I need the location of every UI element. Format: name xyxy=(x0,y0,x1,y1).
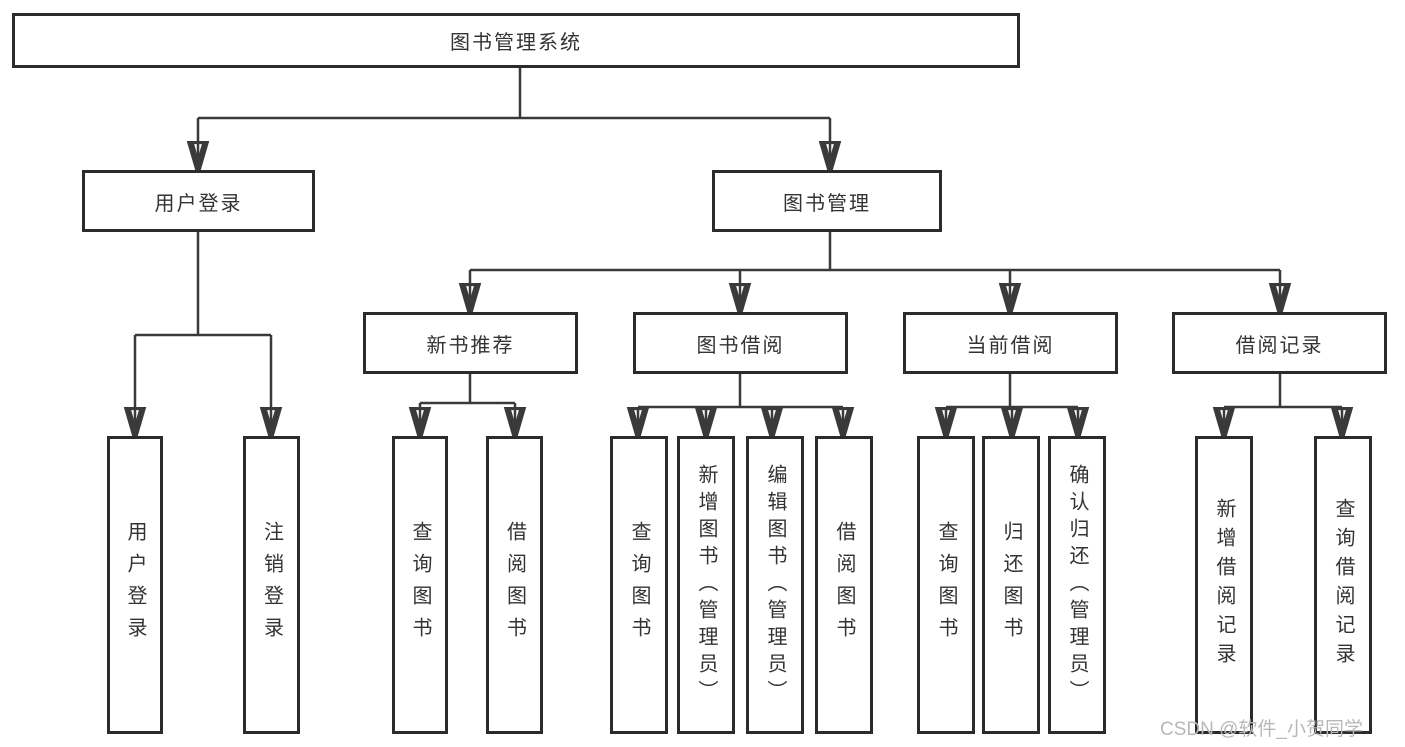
node-leaf-borrowing-borrow-books-label: 借阅图书 xyxy=(833,521,855,649)
node-book-management: 图书管理 xyxy=(712,170,942,232)
node-leaf-user-login: 用户登录 xyxy=(107,436,163,734)
node-leaf-user-login-label: 用户登录 xyxy=(124,521,146,649)
node-leaf-current-return-books-label: 归还图书 xyxy=(1000,521,1022,649)
node-leaf-newbook-borrow-books-label: 借阅图书 xyxy=(503,521,526,649)
node-new-book-recommend: 新书推荐 xyxy=(363,312,578,374)
node-leaf-records-query-borrow-record: 查询借阅记录 xyxy=(1314,436,1372,734)
node-leaf-borrowing-query-books-label: 查询图书 xyxy=(628,521,650,649)
node-leaf-records-add-borrow-record: 新增借阅记录 xyxy=(1195,436,1253,734)
node-leaf-borrowing-borrow-books: 借阅图书 xyxy=(815,436,873,734)
node-leaf-newbook-borrow-books: 借阅图书 xyxy=(486,436,543,734)
node-book-management-label: 图书管理 xyxy=(783,192,871,215)
node-current-borrowing: 当前借阅 xyxy=(903,312,1118,374)
node-leaf-current-confirm-return-admin-label: 确认归还（管理员） xyxy=(1066,463,1088,707)
node-book-borrowing-label: 图书借阅 xyxy=(696,334,785,357)
node-user-login-group-label: 用户登录 xyxy=(154,192,243,215)
node-leaf-records-query-borrow-record-label: 查询借阅记录 xyxy=(1332,498,1354,672)
node-leaf-borrowing-edit-books-admin: 编辑图书（管理员） xyxy=(746,436,804,734)
node-leaf-current-query-books: 查询图书 xyxy=(917,436,975,734)
node-leaf-borrowing-query-books: 查询图书 xyxy=(610,436,668,734)
node-leaf-current-confirm-return-admin: 确认归还（管理员） xyxy=(1048,436,1106,734)
node-leaf-records-add-borrow-record-label: 新增借阅记录 xyxy=(1213,498,1235,672)
node-root-system: 图书管理系统 xyxy=(12,13,1020,68)
node-leaf-current-query-books-label: 查询图书 xyxy=(935,521,957,649)
node-user-login-group: 用户登录 xyxy=(82,170,315,232)
node-leaf-borrowing-edit-books-admin-label: 编辑图书（管理员） xyxy=(764,463,786,707)
node-leaf-newbook-query-books: 查询图书 xyxy=(392,436,448,734)
node-current-borrowing-label: 当前借阅 xyxy=(966,334,1055,357)
node-leaf-borrowing-add-books-admin-label: 新增图书（管理员） xyxy=(695,463,717,707)
node-leaf-newbook-query-books-label: 查询图书 xyxy=(409,521,431,649)
node-leaf-current-return-books: 归还图书 xyxy=(982,436,1040,734)
node-borrow-records: 借阅记录 xyxy=(1172,312,1387,374)
node-new-book-recommend-label: 新书推荐 xyxy=(426,334,515,357)
node-leaf-borrowing-add-books-admin: 新增图书（管理员） xyxy=(677,436,735,734)
node-leaf-logout: 注销登录 xyxy=(243,436,300,734)
node-leaf-logout-label: 注销登录 xyxy=(260,521,283,649)
node-borrow-records-label: 借阅记录 xyxy=(1235,334,1324,357)
node-book-borrowing: 图书借阅 xyxy=(633,312,848,374)
node-root-label: 图书管理系统 xyxy=(450,32,582,54)
